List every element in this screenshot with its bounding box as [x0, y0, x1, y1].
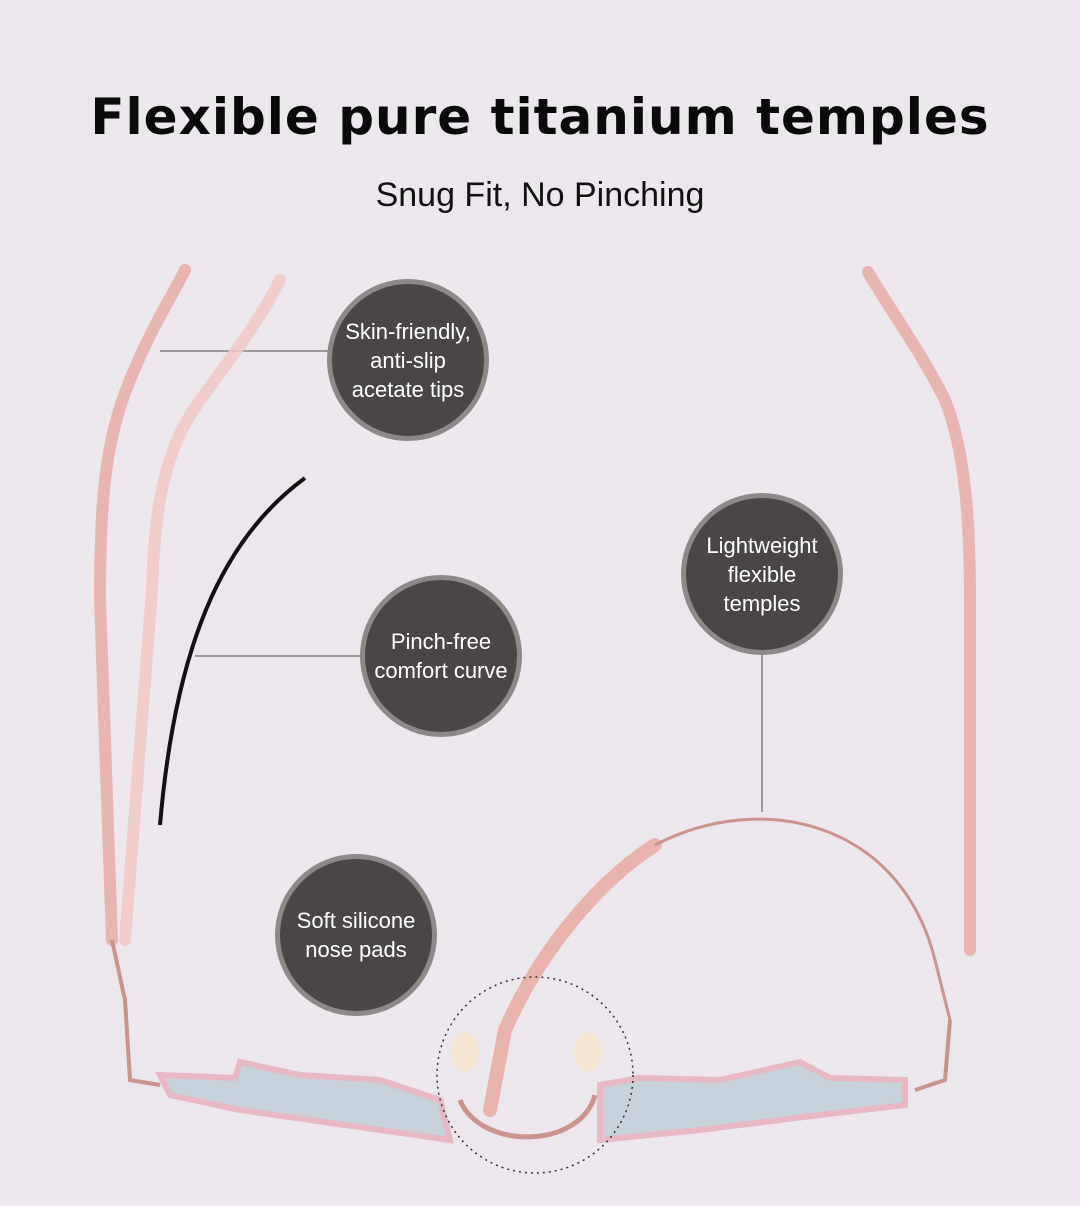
callout-text: Soft silicone [296, 908, 416, 933]
callout-text: Skin-friendly, [345, 318, 471, 344]
callout-text: anti-slip [370, 347, 446, 373]
bent-temple-tip [483, 838, 662, 1117]
bridge [457, 1094, 598, 1140]
left-temple-flexed [119, 274, 286, 946]
callout-text: nose pads [305, 937, 407, 962]
callout-nose-pads: Soft silicone nose pads [275, 854, 437, 1016]
right-temple [862, 266, 976, 956]
left-temple [93, 264, 191, 946]
callout-text: Lightweight [706, 532, 818, 558]
nose-pad [451, 1032, 479, 1072]
callout-comfort-curve: Pinch-free comfort curve [360, 575, 522, 737]
callout-text: acetate tips [351, 376, 465, 402]
callout-acetate-tips: Skin-friendly, anti-slip acetate tips [327, 279, 489, 441]
callout-text: Pinch-free [390, 629, 492, 654]
right-lens [597, 1058, 908, 1144]
page-title: Flexible pure titanium temples [90, 88, 990, 146]
callout-text: temples [723, 590, 801, 616]
callout-text: comfort curve [374, 658, 508, 683]
callout-flexible-temples: Lightweight flexible temples [681, 493, 843, 655]
page-subtitle: Snug Fit, No Pinching [375, 176, 705, 214]
bent-temple-wire [654, 817, 952, 1021]
flex-arc [158, 476, 307, 826]
callout-text: flexible [727, 561, 797, 587]
left-lens [155, 1058, 454, 1144]
nose-pad [574, 1032, 602, 1072]
nose-pad-highlight [436, 976, 634, 1174]
